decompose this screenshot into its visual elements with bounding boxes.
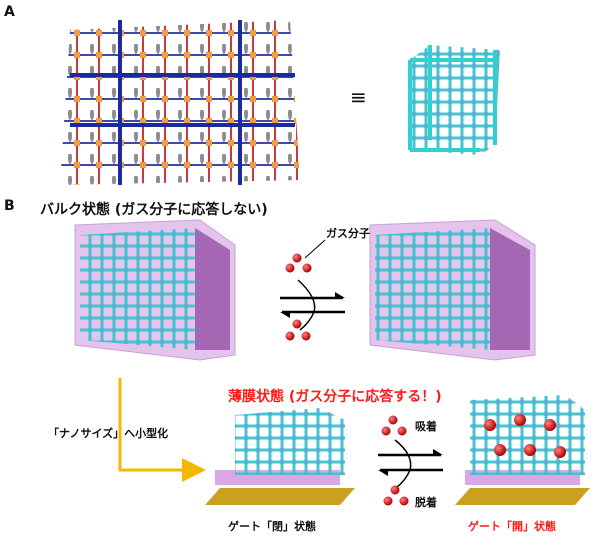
bulk-crystal-right xyxy=(369,219,536,361)
gate-closed-label: ゲート「閉」状態 xyxy=(228,520,316,533)
thin-film-gate-open xyxy=(455,395,590,505)
equilibrium-arrows-film xyxy=(378,415,443,506)
gas-molecules-top xyxy=(285,239,326,273)
bulk-crystal-left xyxy=(74,219,236,361)
downsize-arrow xyxy=(118,378,206,482)
equivalence-symbol: ≡ xyxy=(350,85,367,109)
framework-molecular-model xyxy=(60,20,300,185)
desorption-label: 脱着 xyxy=(415,496,437,509)
panel-label-b: B xyxy=(4,198,15,214)
bulk-state-title: バルク状態 (ガス分子に応答しない) xyxy=(40,202,268,218)
thin-film-gate-closed xyxy=(205,408,355,505)
gate-open-label: ゲート「開」状態 xyxy=(468,520,556,533)
downsize-label: 「ナノサイズ」へ小型化 xyxy=(48,427,169,440)
gas-molecule-label: ガス分子 xyxy=(326,227,370,240)
framework-simplified-cube xyxy=(408,45,500,155)
panel-label-a: A xyxy=(4,4,15,20)
gas-molecules-bottom xyxy=(285,319,311,341)
equilibrium-arrows-bulk xyxy=(280,279,345,331)
thin-film-state-title: 薄膜状態 (ガス分子に応答する！) xyxy=(228,389,442,405)
adsorption-label: 吸着 xyxy=(415,420,437,433)
